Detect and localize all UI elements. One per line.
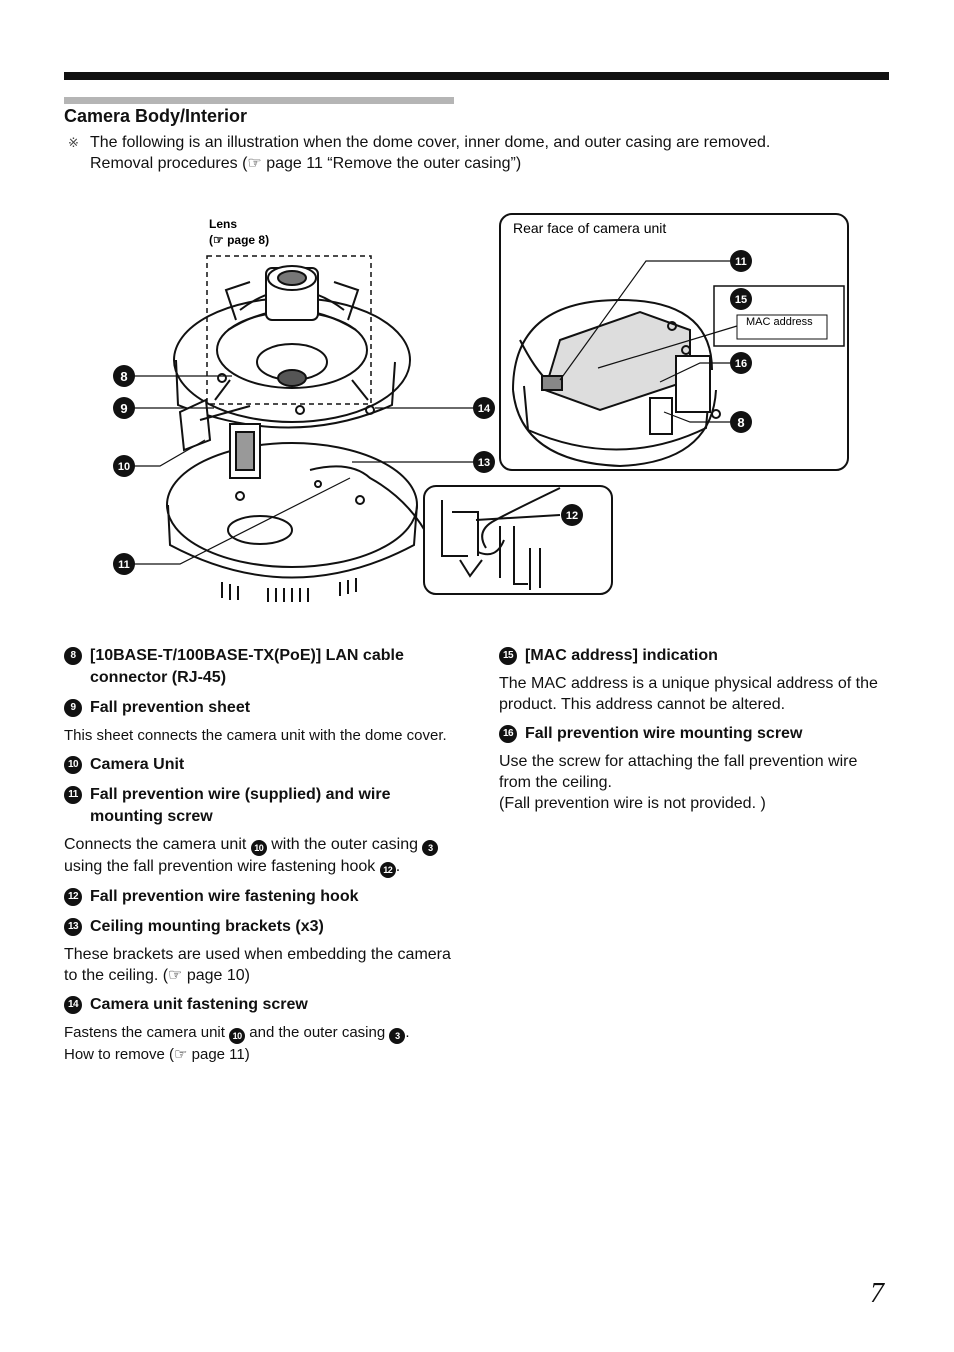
item-title: [MAC address] indication bbox=[525, 647, 718, 664]
callout-8: 8 bbox=[113, 365, 135, 387]
ref-badge: 12 bbox=[379, 862, 396, 878]
item-number: 16 bbox=[499, 725, 517, 743]
item-number: 14 bbox=[64, 996, 82, 1014]
callout-11-rear: 11 bbox=[730, 250, 752, 272]
svg-text:8: 8 bbox=[120, 369, 127, 384]
lens-box bbox=[206, 255, 372, 405]
ref-badge: 10 bbox=[250, 840, 267, 856]
item-number: 15 bbox=[499, 647, 517, 665]
hook-inset bbox=[423, 485, 613, 595]
callout-9: 9 bbox=[113, 397, 135, 419]
lens-label: Lens bbox=[209, 217, 237, 231]
item-13: 13 Ceiling mounting brackets (x3) These b… bbox=[64, 916, 454, 986]
item-10: 10 Camera Unit bbox=[64, 754, 454, 776]
camera-unit bbox=[173, 265, 431, 541]
svg-text:10: 10 bbox=[118, 461, 130, 473]
item-number: 8 bbox=[64, 647, 82, 665]
svg-text:8: 8 bbox=[737, 415, 744, 430]
item-11: 11 Fall prevention wire (supplied) and wi… bbox=[64, 784, 454, 878]
svg-text:11: 11 bbox=[118, 559, 130, 571]
svg-text:16: 16 bbox=[735, 358, 747, 370]
outer-casing bbox=[166, 442, 418, 602]
callout-lines-left bbox=[134, 375, 474, 565]
item-desc: The MAC address is a unique physical add… bbox=[499, 675, 878, 713]
top-rule bbox=[64, 72, 889, 80]
lens-ref: (☞ page 8) bbox=[209, 233, 269, 247]
item-9: 9 Fall prevention sheet This sheet connec… bbox=[64, 697, 454, 746]
ref-badge: 10 bbox=[229, 1028, 246, 1044]
item-title: Fall prevention wire fastening hook bbox=[90, 888, 359, 905]
callout-8-rear: 8 bbox=[730, 411, 752, 433]
note-line-2: Removal procedures (☞ page 11 “Remove th… bbox=[90, 155, 522, 172]
item-14: 14 Camera unit fastening screw Fastens th… bbox=[64, 994, 454, 1065]
item-number: 12 bbox=[64, 888, 82, 906]
item-number: 13 bbox=[64, 918, 82, 936]
item-number: 10 bbox=[64, 756, 82, 774]
item-title: Ceiling mounting brackets (x3) bbox=[90, 918, 324, 935]
svg-text:9: 9 bbox=[120, 401, 127, 416]
item-desc: These brackets are used when embedding t… bbox=[64, 946, 451, 984]
item-desc: This sheet connects the camera unit with… bbox=[64, 727, 447, 744]
item-title: [10BASE-T/100BASE-TX(PoE)] LAN cable con… bbox=[90, 647, 404, 686]
item-desc: Fastens the camera unit 10 and the outer… bbox=[64, 1024, 410, 1063]
ref-badge: 3 bbox=[422, 840, 439, 856]
item-title: Fall prevention wire mounting screw bbox=[525, 725, 803, 742]
item-12: 12 Fall prevention wire fastening hook bbox=[64, 886, 454, 908]
ref-badge: 3 bbox=[389, 1028, 406, 1044]
callout-13: 13 bbox=[473, 451, 495, 473]
rear-face-panel: Rear face of camera unit MAC address bbox=[499, 213, 849, 471]
item-8: 8 [10BASE-T/100BASE-TX(PoE)] LAN cable co… bbox=[64, 645, 454, 689]
item-title: Fall prevention sheet bbox=[90, 699, 251, 716]
svg-text:15: 15 bbox=[735, 294, 747, 306]
item-number: 11 bbox=[64, 786, 82, 804]
callout-11: 11 bbox=[113, 553, 135, 575]
page-number: 7 bbox=[870, 1278, 884, 1309]
callout-12: 12 bbox=[561, 504, 583, 526]
item-15: 15 [MAC address] indication The MAC addre… bbox=[499, 645, 889, 715]
note-line-1: The following is an illustration when th… bbox=[90, 134, 771, 151]
item-16: 16 Fall prevention wire mounting screw Us… bbox=[499, 723, 889, 814]
callout-15: 15 bbox=[730, 288, 752, 310]
item-number: 9 bbox=[64, 699, 82, 717]
svg-text:12: 12 bbox=[566, 510, 578, 522]
item-desc-note: (Fall prevention wire is not provided. ) bbox=[499, 795, 766, 812]
svg-text:14: 14 bbox=[478, 403, 491, 415]
left-column: 8 [10BASE-T/100BASE-TX(PoE)] LAN cable co… bbox=[64, 645, 454, 1073]
rear-face-label: Rear face of camera unit bbox=[513, 220, 666, 236]
svg-text:11: 11 bbox=[735, 256, 747, 268]
item-desc: Use the screw for attaching the fall pre… bbox=[499, 753, 858, 791]
callout-14: 14 bbox=[473, 397, 495, 419]
callout-10: 10 bbox=[113, 455, 135, 477]
section-rule bbox=[64, 97, 454, 104]
svg-text:13: 13 bbox=[478, 457, 490, 469]
callout-16: 16 bbox=[730, 352, 752, 374]
item-title: Fall prevention wire (supplied) and wire… bbox=[90, 786, 391, 825]
item-title: Camera unit fastening screw bbox=[90, 996, 308, 1013]
right-column: 15 [MAC address] indication The MAC addre… bbox=[499, 645, 889, 822]
mac-label: MAC address bbox=[746, 316, 813, 328]
item-desc: Connects the camera unit 10 with the out… bbox=[64, 834, 454, 878]
camera-figure: Lens (☞ page 8) bbox=[113, 213, 849, 602]
note-mark: ※ bbox=[68, 135, 79, 150]
section-heading: Camera Body/Interior bbox=[64, 106, 248, 126]
item-title: Camera Unit bbox=[90, 756, 185, 773]
